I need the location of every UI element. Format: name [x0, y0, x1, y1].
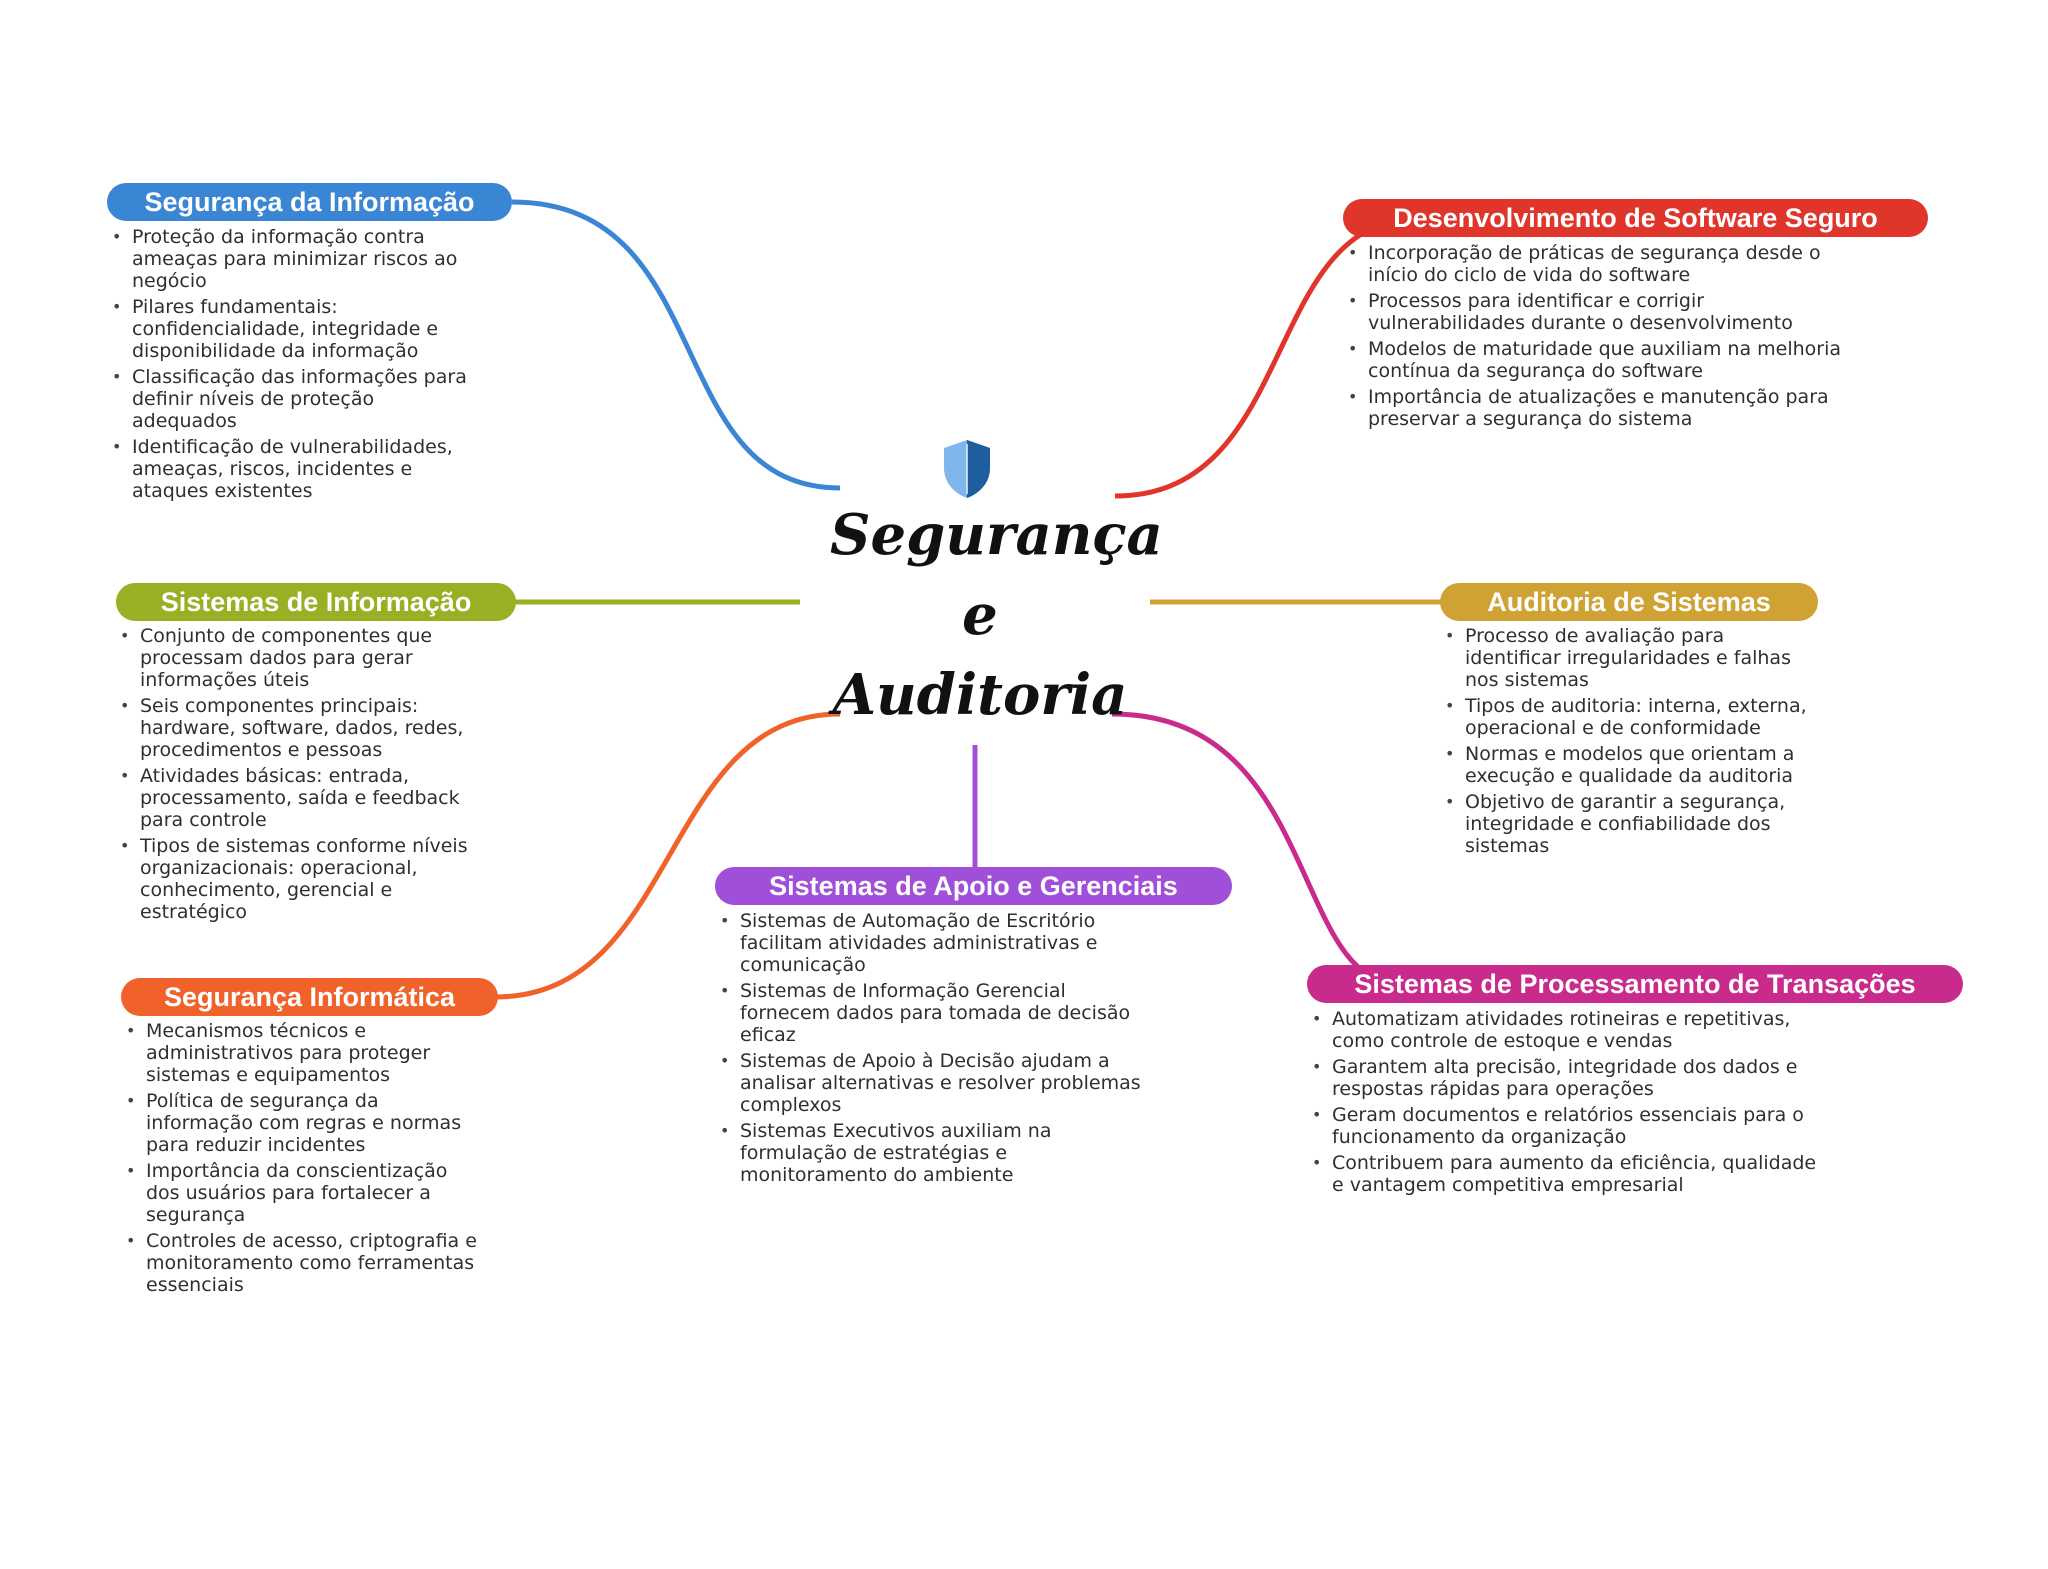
points-sistemas-informacao: Conjunto de componentes que processam da… — [118, 625, 498, 927]
list-item: Pilares fundamentais: confidencialidade,… — [110, 296, 480, 362]
list-item: Mecanismos técnicos e administrativos pa… — [124, 1020, 484, 1086]
list-item: Tipos de sistemas conforme níveis organi… — [118, 835, 498, 923]
central-title-line-1: Segurança — [830, 502, 1163, 568]
topic-apoio-gerenciais[interactable]: Sistemas de Apoio e Gerenciais — [715, 867, 1232, 905]
list-item: Política de segurança da informação com … — [124, 1090, 484, 1156]
points-seguranca-informatica: Mecanismos técnicos e administrativos pa… — [124, 1020, 484, 1300]
list-item: Proteção da informação contra ameaças pa… — [110, 226, 480, 292]
list-item: Sistemas Executivos auxiliam na formulaç… — [718, 1120, 1158, 1186]
shield-icon — [944, 440, 990, 498]
topic-seguranca-informatica[interactable]: Segurança Informática — [121, 978, 498, 1016]
list-item: Sistemas de Apoio à Decisão ajudam a ana… — [718, 1050, 1158, 1116]
list-item: Identificação de vulnerabilidades, ameaç… — [110, 436, 480, 502]
points-apoio-gerenciais: Sistemas de Automação de Escritório faci… — [718, 910, 1158, 1190]
list-item: Automatizam atividades rotineiras e repe… — [1310, 1008, 1830, 1052]
list-item: Objetivo de garantir a segurança, integr… — [1443, 791, 1818, 857]
list-item: Atividades básicas: entrada, processamen… — [118, 765, 498, 831]
topic-auditoria-sistemas[interactable]: Auditoria de Sistemas — [1440, 583, 1818, 621]
list-item: Conjunto de componentes que processam da… — [118, 625, 498, 691]
list-item: Processo de avaliação para identificar i… — [1443, 625, 1818, 691]
central-title: Segurança e Auditoria — [830, 495, 1163, 735]
list-item: Contribuem para aumento da eficiência, q… — [1310, 1152, 1830, 1196]
topic-sistemas-informacao[interactable]: Sistemas de Informação — [116, 583, 516, 621]
central-title-line-3: Auditoria — [832, 662, 1128, 728]
list-item: Tipos de auditoria: interna, externa, op… — [1443, 695, 1818, 739]
central-title-line-2: e — [962, 582, 998, 648]
topic-seguranca-informacao[interactable]: Segurança da Informação — [107, 183, 512, 221]
branch-seguranca-informatica — [494, 711, 841, 1000]
list-item: Processos para identificar e corrigir vu… — [1346, 290, 1856, 334]
list-item: Importância da conscientização dos usuár… — [124, 1160, 484, 1226]
list-item: Sistemas de Automação de Escritório faci… — [718, 910, 1158, 976]
list-item: Garantem alta precisão, integridade dos … — [1310, 1056, 1830, 1100]
points-auditoria-sistemas: Processo de avaliação para identificar i… — [1443, 625, 1818, 861]
list-item: Importância de atualizações e manutenção… — [1346, 386, 1856, 430]
list-item: Controles de acesso, criptografia e moni… — [124, 1230, 484, 1296]
branch-seguranca-informacao — [511, 199, 841, 491]
topic-processamento-transacoes[interactable]: Sistemas de Processamento de Transações — [1307, 965, 1963, 1003]
points-processamento-transacoes: Automatizam atividades rotineiras e repe… — [1310, 1008, 1830, 1200]
list-item: Classificação das informações para defin… — [110, 366, 480, 432]
list-item: Geram documentos e relatórios essenciais… — [1310, 1104, 1830, 1148]
list-item: Sistemas de Informação Gerencial fornece… — [718, 980, 1158, 1046]
points-seguranca-informacao: Proteção da informação contra ameaças pa… — [110, 226, 480, 506]
list-item: Seis componentes principais: hardware, s… — [118, 695, 498, 761]
points-desenvolvimento-software: Incorporação de práticas de segurança de… — [1346, 242, 1856, 434]
topic-desenvolvimento-software[interactable]: Desenvolvimento de Software Seguro — [1343, 199, 1928, 237]
list-item: Modelos de maturidade que auxiliam na me… — [1346, 338, 1856, 382]
list-item: Incorporação de práticas de segurança de… — [1346, 242, 1856, 286]
list-item: Normas e modelos que orientam a execução… — [1443, 743, 1818, 787]
